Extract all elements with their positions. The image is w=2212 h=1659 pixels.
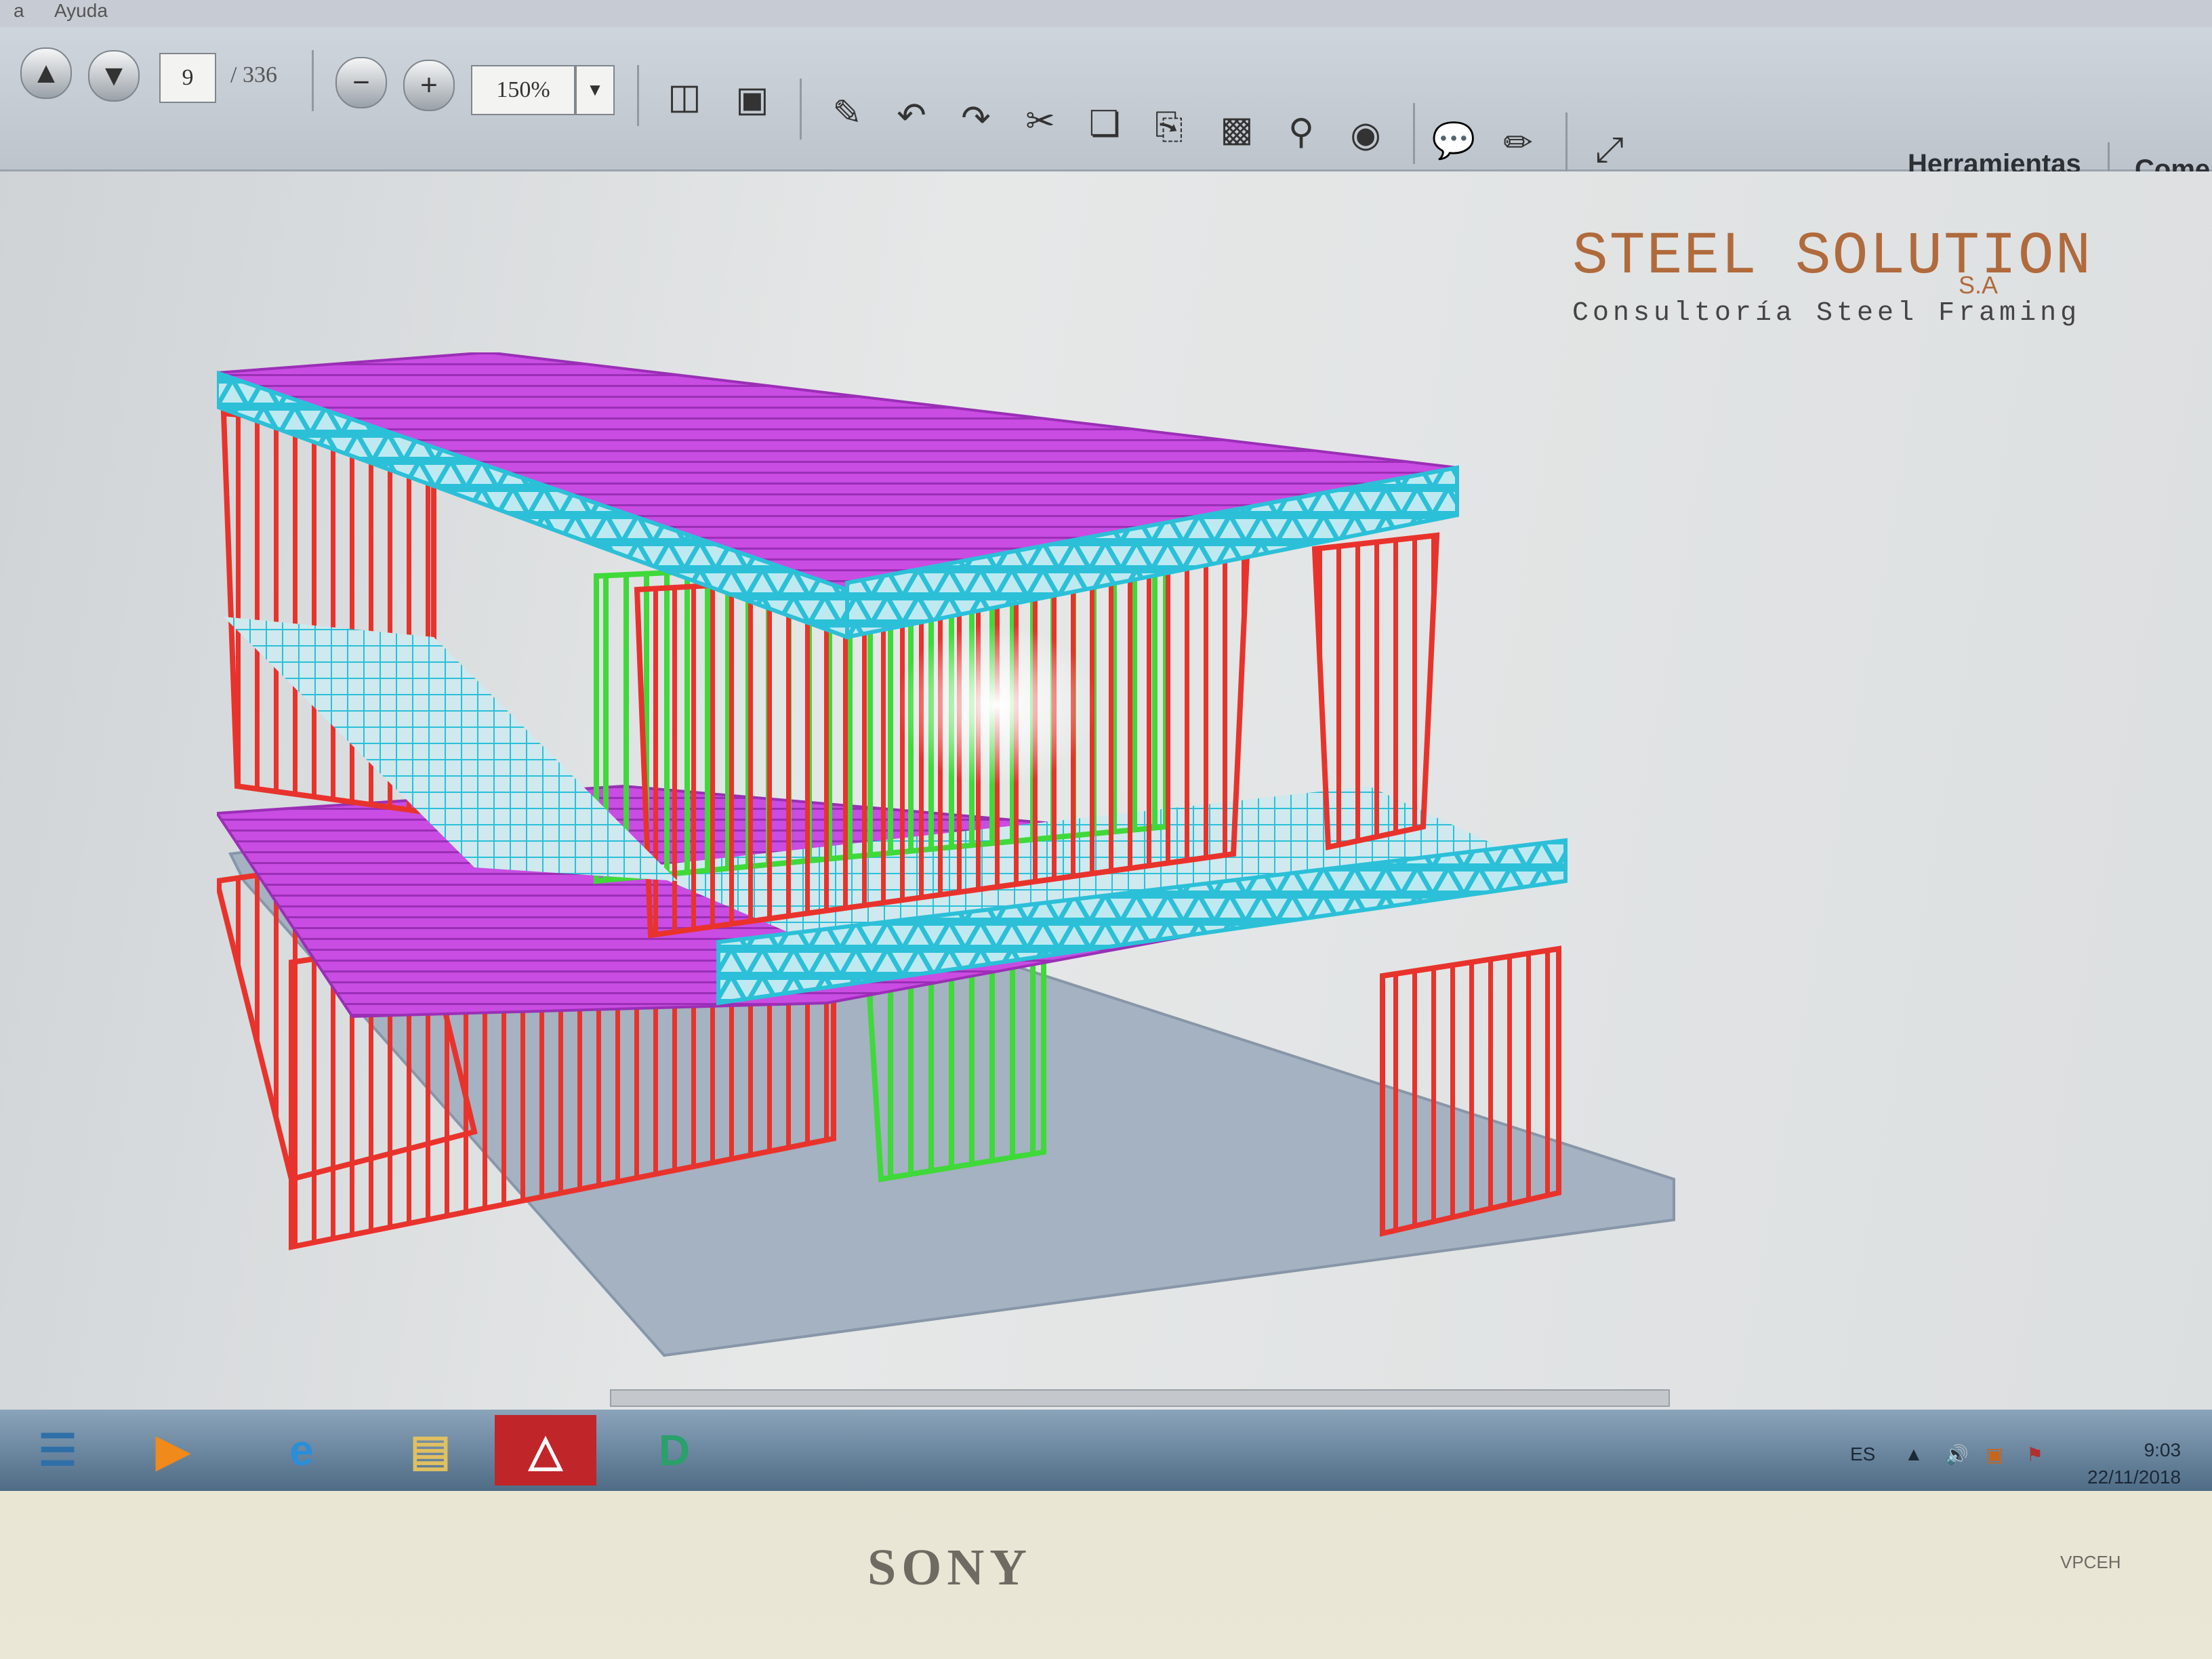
minus-icon: − <box>352 66 370 99</box>
toolbar-separator <box>800 79 802 140</box>
model-label: VPCEH <box>2060 1552 2121 1572</box>
chevron-down-icon: ▼ <box>586 80 604 100</box>
comment-icon[interactable]: 💬 <box>1431 121 1476 161</box>
taskbar <box>0 1410 2212 1491</box>
zoom-in-button[interactable]: + <box>403 60 455 111</box>
roof-truss-front <box>845 465 1459 640</box>
adobe-reader-icon[interactable]: △ <box>495 1415 596 1486</box>
arrow-up-icon: ▲ <box>31 56 61 89</box>
menu-item-window[interactable]: a <box>14 0 24 21</box>
screen-glare <box>895 623 1098 786</box>
menu-item-help[interactable]: Ayuda <box>54 0 108 21</box>
cut-icon[interactable]: ✂ <box>1025 102 1055 141</box>
ground-floor-right-walls <box>1380 945 1561 1237</box>
toolbar-separator <box>1565 112 1568 173</box>
menu-bar: a Ayuda <box>0 0 2212 27</box>
steel-frame-3d-model <box>217 352 1675 1357</box>
fullscreen-icon[interactable]: ⤢ <box>1595 129 1624 169</box>
sony-logo: SONY <box>867 1539 1033 1596</box>
upper-floor-side-walls <box>1311 532 1440 851</box>
previous-page-button[interactable]: ▲ <box>20 47 72 99</box>
zoom-dropdown-button[interactable]: ▼ <box>575 65 615 115</box>
fit-width-icon[interactable]: ▣ <box>735 80 769 119</box>
upper-floor-grid <box>224 617 678 881</box>
clock-time: 9:03 <box>2144 1439 2182 1460</box>
page-total: / 336 <box>230 62 277 87</box>
paste-icon[interactable]: ⎘ <box>1155 106 1183 146</box>
undo-icon[interactable]: ↶ <box>897 96 926 136</box>
file-explorer-icon[interactable]: ▤ <box>409 1425 451 1475</box>
zoom-level-field[interactable]: 150% <box>471 65 575 115</box>
d-app-icon[interactable]: D <box>658 1426 691 1475</box>
search-icon[interactable]: ⚲ <box>1288 112 1315 152</box>
redo-icon[interactable]: ↷ <box>961 99 991 138</box>
company-tagline: Consultoría Steel Framing <box>1572 298 2081 329</box>
volume-icon[interactable]: 🔊 <box>1945 1444 1969 1465</box>
highlight-text-icon[interactable]: ✏ <box>1503 123 1533 163</box>
network-icon[interactable]: ▣ <box>1986 1444 2004 1465</box>
toolbar-separator <box>637 65 639 126</box>
snapshot-icon[interactable]: ▩ <box>1220 110 1254 149</box>
language-indicator[interactable]: ES <box>1850 1443 1876 1465</box>
clock-date: 22/11/2018 <box>2087 1467 2182 1488</box>
system-clock[interactable]: 9:03 22/11/2018 <box>2087 1437 2181 1491</box>
zoom-out-button[interactable]: − <box>335 57 387 108</box>
windows-explorer-icon[interactable]: ☰ <box>38 1425 77 1475</box>
arrow-down-icon: ▼ <box>99 59 129 92</box>
plus-icon: + <box>420 68 438 102</box>
page-number-input[interactable]: 9 <box>159 53 216 103</box>
company-name: STEEL SOLUTION <box>1572 224 2093 291</box>
toolbar: ▲ ▼ 9 / 336 − + 150% ▼ ◫ ▣ ✎ ↶ ↷ ✂ ❏ ⎘ ▩… <box>0 27 2212 190</box>
toolbar-separator <box>2108 142 2110 190</box>
horizontal-scrollbar[interactable] <box>610 1389 1670 1407</box>
toolbar-separator <box>1413 103 1415 164</box>
internet-explorer-icon[interactable]: e <box>289 1426 314 1475</box>
screen: a Ayuda ▲ ▼ 9 / 336 − + 150% ▼ ◫ ▣ ✎ ↶ ↷… <box>0 0 2212 1491</box>
media-player-icon[interactable]: ▶ <box>156 1425 190 1475</box>
next-page-button[interactable]: ▼ <box>88 50 140 102</box>
fit-page-icon[interactable]: ◫ <box>668 77 701 117</box>
show-hidden-icons-icon[interactable]: ▲ <box>1904 1443 1923 1465</box>
action-center-flag-icon[interactable]: ⚑ <box>2026 1444 2044 1465</box>
spell-check-icon[interactable]: ✎ <box>832 94 862 133</box>
copy-icon[interactable]: ❏ <box>1088 104 1121 144</box>
first-floor-truss-band <box>716 838 1568 1006</box>
toolbar-separator <box>312 50 314 111</box>
find-binoculars-icon[interactable]: ◉ <box>1350 115 1381 155</box>
company-suffix: S.A <box>1959 271 1999 299</box>
